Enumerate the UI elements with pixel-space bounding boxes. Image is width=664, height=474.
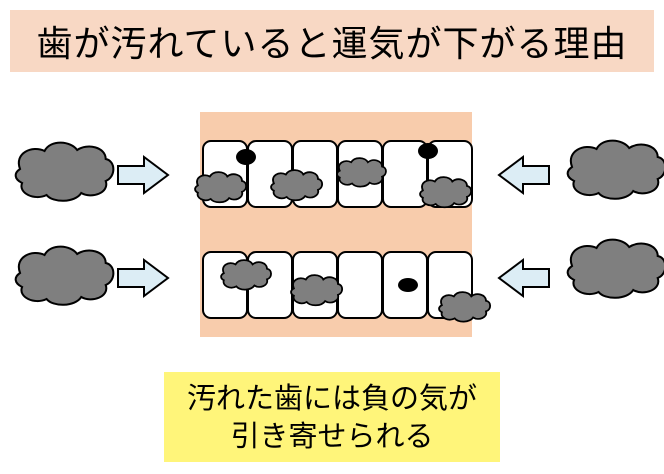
cloud-icon	[194, 171, 248, 204]
stain-icon	[418, 143, 438, 159]
page-title: 歯が汚れていると運気が下がる理由	[36, 24, 628, 65]
stain-icon	[398, 278, 418, 292]
cloud-icon	[270, 169, 324, 202]
right-arrow-icon	[117, 259, 169, 297]
note-line-1: 汚れた歯には負の気が	[186, 381, 477, 415]
cloud-icon	[336, 157, 387, 188]
note-line-2: 引き寄せられる	[230, 419, 434, 453]
stains	[236, 143, 438, 292]
tooth-icon	[337, 251, 383, 319]
cloud-icon	[566, 238, 664, 299]
cloud-icon	[290, 274, 344, 307]
stain-icon	[236, 149, 256, 165]
right-arrow-icon	[117, 156, 169, 194]
cloud-icon	[438, 291, 492, 323]
cloud-icon	[419, 176, 473, 209]
cloud-icon	[566, 139, 664, 200]
cloud-icon	[14, 245, 115, 306]
conclusion-note: 汚れた歯には負の気が 引き寄せられる	[164, 372, 500, 462]
cloud-icon	[14, 141, 115, 202]
title-banner: 歯が汚れていると運気が下がる理由	[10, 10, 654, 72]
left-arrow-icon	[498, 156, 550, 194]
left-arrow-icon	[498, 259, 550, 297]
cloud-icon	[220, 259, 272, 291]
